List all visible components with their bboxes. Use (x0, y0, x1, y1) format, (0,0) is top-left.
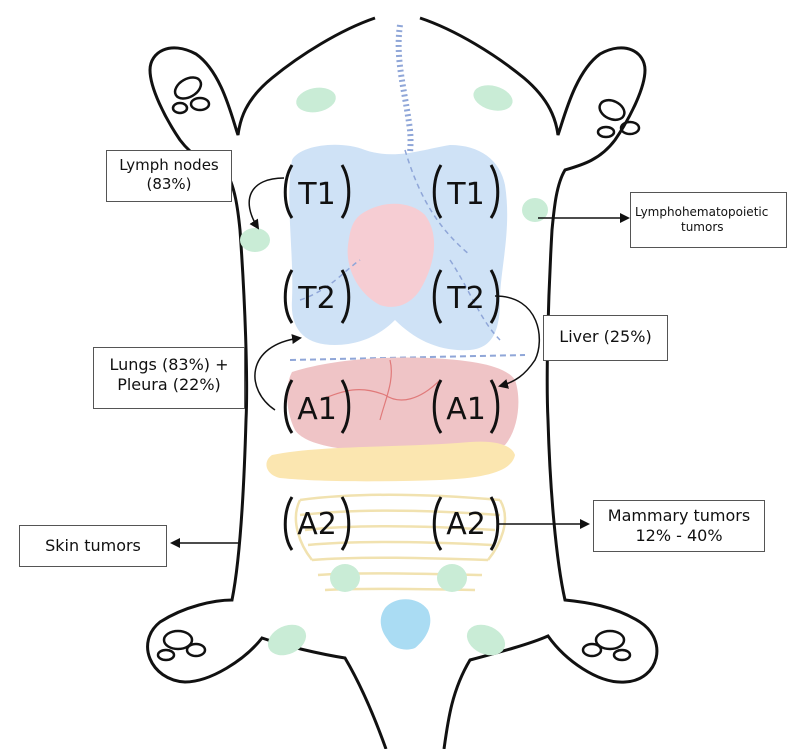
lymphohematopoietic-callout: Lymphohematopoietic tumors (630, 192, 787, 248)
gland-label: T2 (297, 281, 335, 316)
paw-bottom-right (583, 631, 630, 660)
callout-line: Lymphohematopoietic (635, 205, 786, 220)
gland-label: T1 (297, 177, 335, 212)
callout-line: Liver (25%) (544, 327, 667, 347)
lymph-node (294, 85, 338, 116)
callout-line: Mammary tumors (594, 506, 764, 526)
bladder (381, 599, 431, 649)
lymph-node (240, 228, 270, 252)
mammary-tumors-callout: Mammary tumors 12% - 40% (593, 500, 765, 552)
callout-line: (83%) (107, 175, 231, 194)
callout-line: Pleura (22%) (94, 375, 244, 395)
gland-label: A1 (297, 392, 337, 427)
fat-band (266, 442, 515, 482)
gland-label: A1 (446, 392, 486, 427)
gland-label: T1 (446, 177, 484, 212)
callout-line: Skin tumors (20, 536, 166, 556)
lungs-pleura-callout: Lungs (83%) + Pleura (22%) (93, 347, 245, 409)
lymph-node (471, 81, 516, 115)
paw-bottom-left (158, 631, 205, 660)
lymph-node (437, 564, 467, 592)
paw-top-left (171, 73, 209, 113)
callout-line: Lungs (83%) + (94, 355, 244, 375)
callout-line: Lymph nodes (107, 156, 231, 175)
lymph-node (263, 619, 311, 661)
lymph-node (330, 564, 360, 592)
callout-line: 12% - 40% (594, 526, 764, 546)
gland-label: T2 (446, 281, 484, 316)
callout-line: tumors (635, 220, 786, 235)
gland-label: A2 (446, 507, 486, 542)
arrow-lymph-nodes (249, 178, 284, 228)
gland-label: A2 (297, 507, 337, 542)
liver-callout: Liver (25%) (543, 315, 668, 361)
paw-top-right (596, 96, 639, 137)
lymph-nodes-callout: Lymph nodes (83%) (106, 150, 232, 202)
skin-tumors-callout: Skin tumors (19, 525, 167, 567)
